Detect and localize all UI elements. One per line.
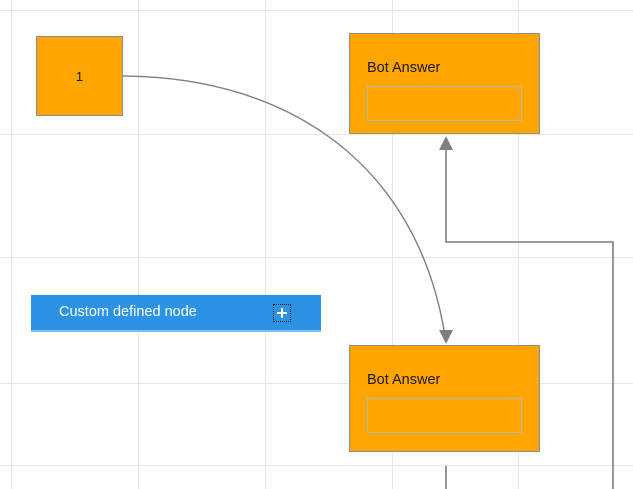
node-bot-answer-bottom-slot[interactable] xyxy=(367,398,522,433)
custom-defined-node-item[interactable]: Custom defined node xyxy=(31,295,321,332)
node-bot-answer-top-slot[interactable] xyxy=(367,86,522,121)
edge-curved-arrowhead xyxy=(439,330,453,344)
edge-orthogonal-arrowhead xyxy=(439,136,453,150)
node-1-label: 1 xyxy=(75,68,84,84)
node-bot-answer-bottom-title: Bot Answer xyxy=(367,372,441,388)
node-bot-answer-top-title: Bot Answer xyxy=(367,60,441,76)
edge-curved-node1-to-bot-answer-bottom[interactable] xyxy=(122,75,445,331)
edge-orthogonal-bot-answer-bottom-to-top[interactable] xyxy=(445,150,614,489)
node-1[interactable]: 1 xyxy=(36,36,123,116)
plus-icon[interactable] xyxy=(273,303,291,322)
custom-defined-node-label: Custom defined node xyxy=(59,304,197,321)
node-bot-answer-bottom[interactable]: Bot Answer xyxy=(349,345,540,452)
node-bot-answer-top[interactable]: Bot Answer xyxy=(349,33,540,134)
